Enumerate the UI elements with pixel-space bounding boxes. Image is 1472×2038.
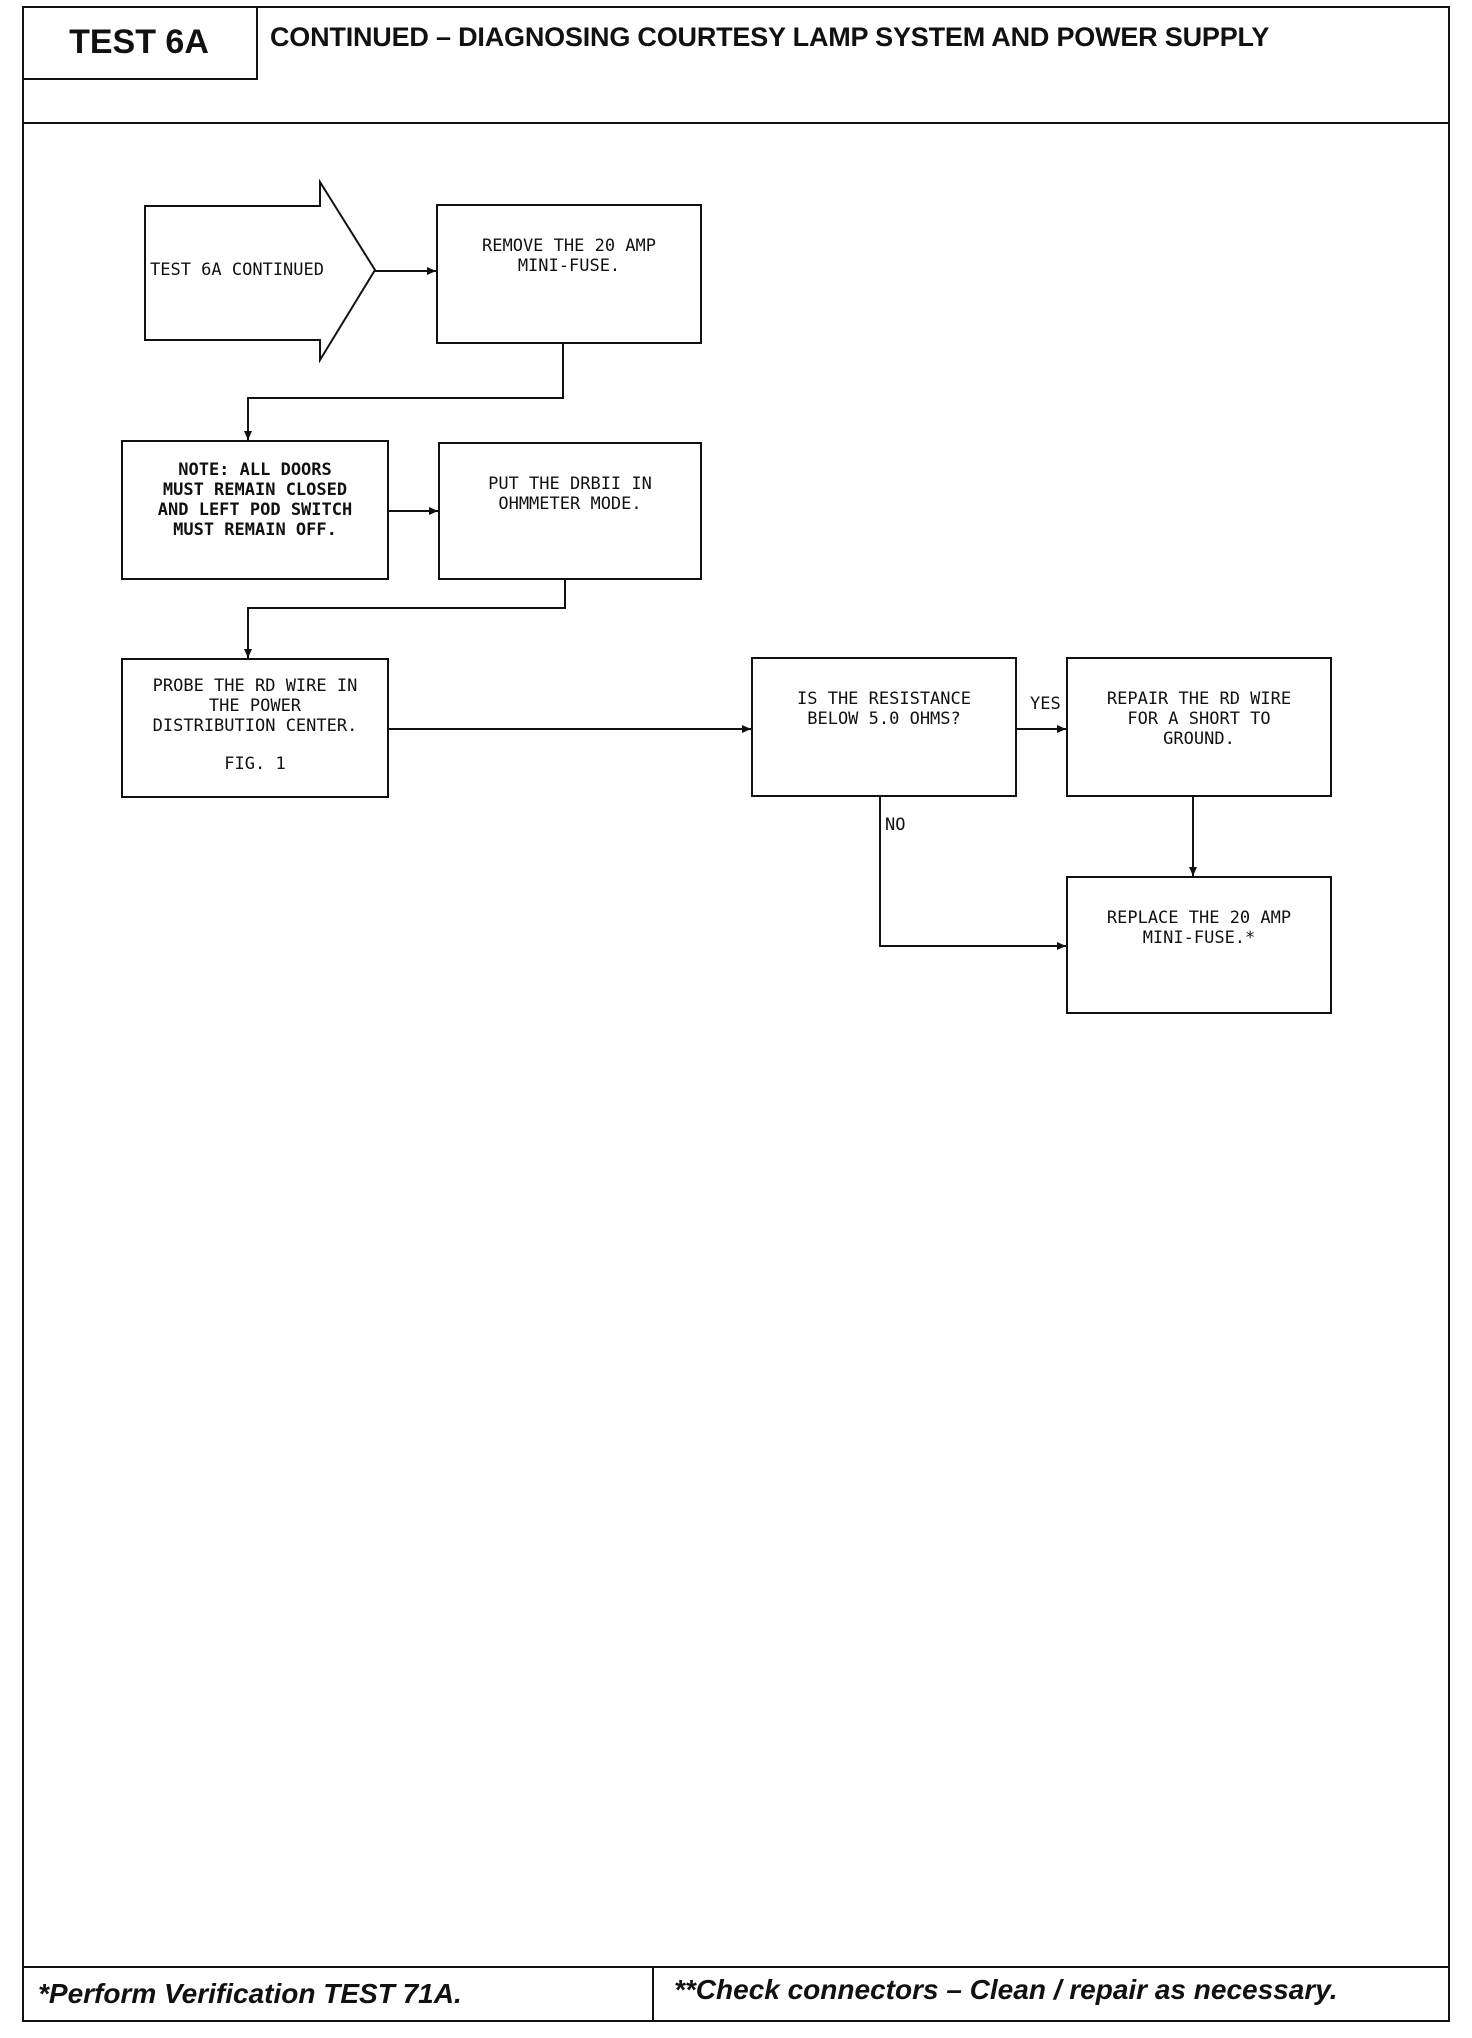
page-frame [22,6,1450,2022]
arrow-ohmmeter-to-probe [244,580,566,658]
note-text: NOTE: ALL DOORS MUST REMAIN CLOSED AND L… [157,460,353,540]
arrow-question-to-replace [879,797,1066,950]
step-ohmmeter-mode: PUT THE DRBII IN OHMMETER MODE. [438,442,702,580]
no-label: NO [885,815,906,835]
footer-verification-note: *Perform Verification TEST 71A. [22,1966,654,2022]
start-arrow-shape [144,178,377,364]
step-probe-wire: PROBE THE RD WIRE IN THE POWER DISTRIBUT… [121,658,389,798]
step-replace-fuse: REPLACE THE 20 AMP MINI-FUSE.* [1066,876,1332,1014]
arrow-remove-to-note [244,343,564,440]
step-remove-fuse: REMOVE THE 20 AMP MINI-FUSE. [436,204,702,344]
step-repair-wire-text: REPAIR THE RD WIRE FOR A SHORT TO GROUND… [1106,689,1292,749]
page-title: CONTINUED – DIAGNOSING COURTESY LAMP SYS… [270,22,1270,52]
step-probe-wire-text: PROBE THE RD WIRE IN THE POWER DISTRIBUT… [152,676,358,736]
footer-connectors-note: **Check connectors – Clean / repair as n… [654,1966,1450,2022]
yes-label: YES [1030,694,1061,714]
decision-resistance: IS THE RESISTANCE BELOW 5.0 OHMS? [751,657,1017,797]
header-bar [22,6,1450,124]
figure-reference: FIG. 1 [224,754,286,774]
step-ohmmeter-mode-text: PUT THE DRBII IN OHMMETER MODE. [488,474,652,514]
test-id-label: TEST 6A [22,6,258,80]
note-box: NOTE: ALL DOORS MUST REMAIN CLOSED AND L… [121,440,389,580]
decision-resistance-text: IS THE RESISTANCE BELOW 5.0 OHMS? [797,689,971,729]
start-label: TEST 6A CONTINUED [150,260,324,280]
step-repair-wire: REPAIR THE RD WIRE FOR A SHORT TO GROUND… [1066,657,1332,797]
step-replace-fuse-text: REPLACE THE 20 AMP MINI-FUSE.* [1106,908,1292,948]
step-remove-fuse-text: REMOVE THE 20 AMP MINI-FUSE. [482,236,656,276]
